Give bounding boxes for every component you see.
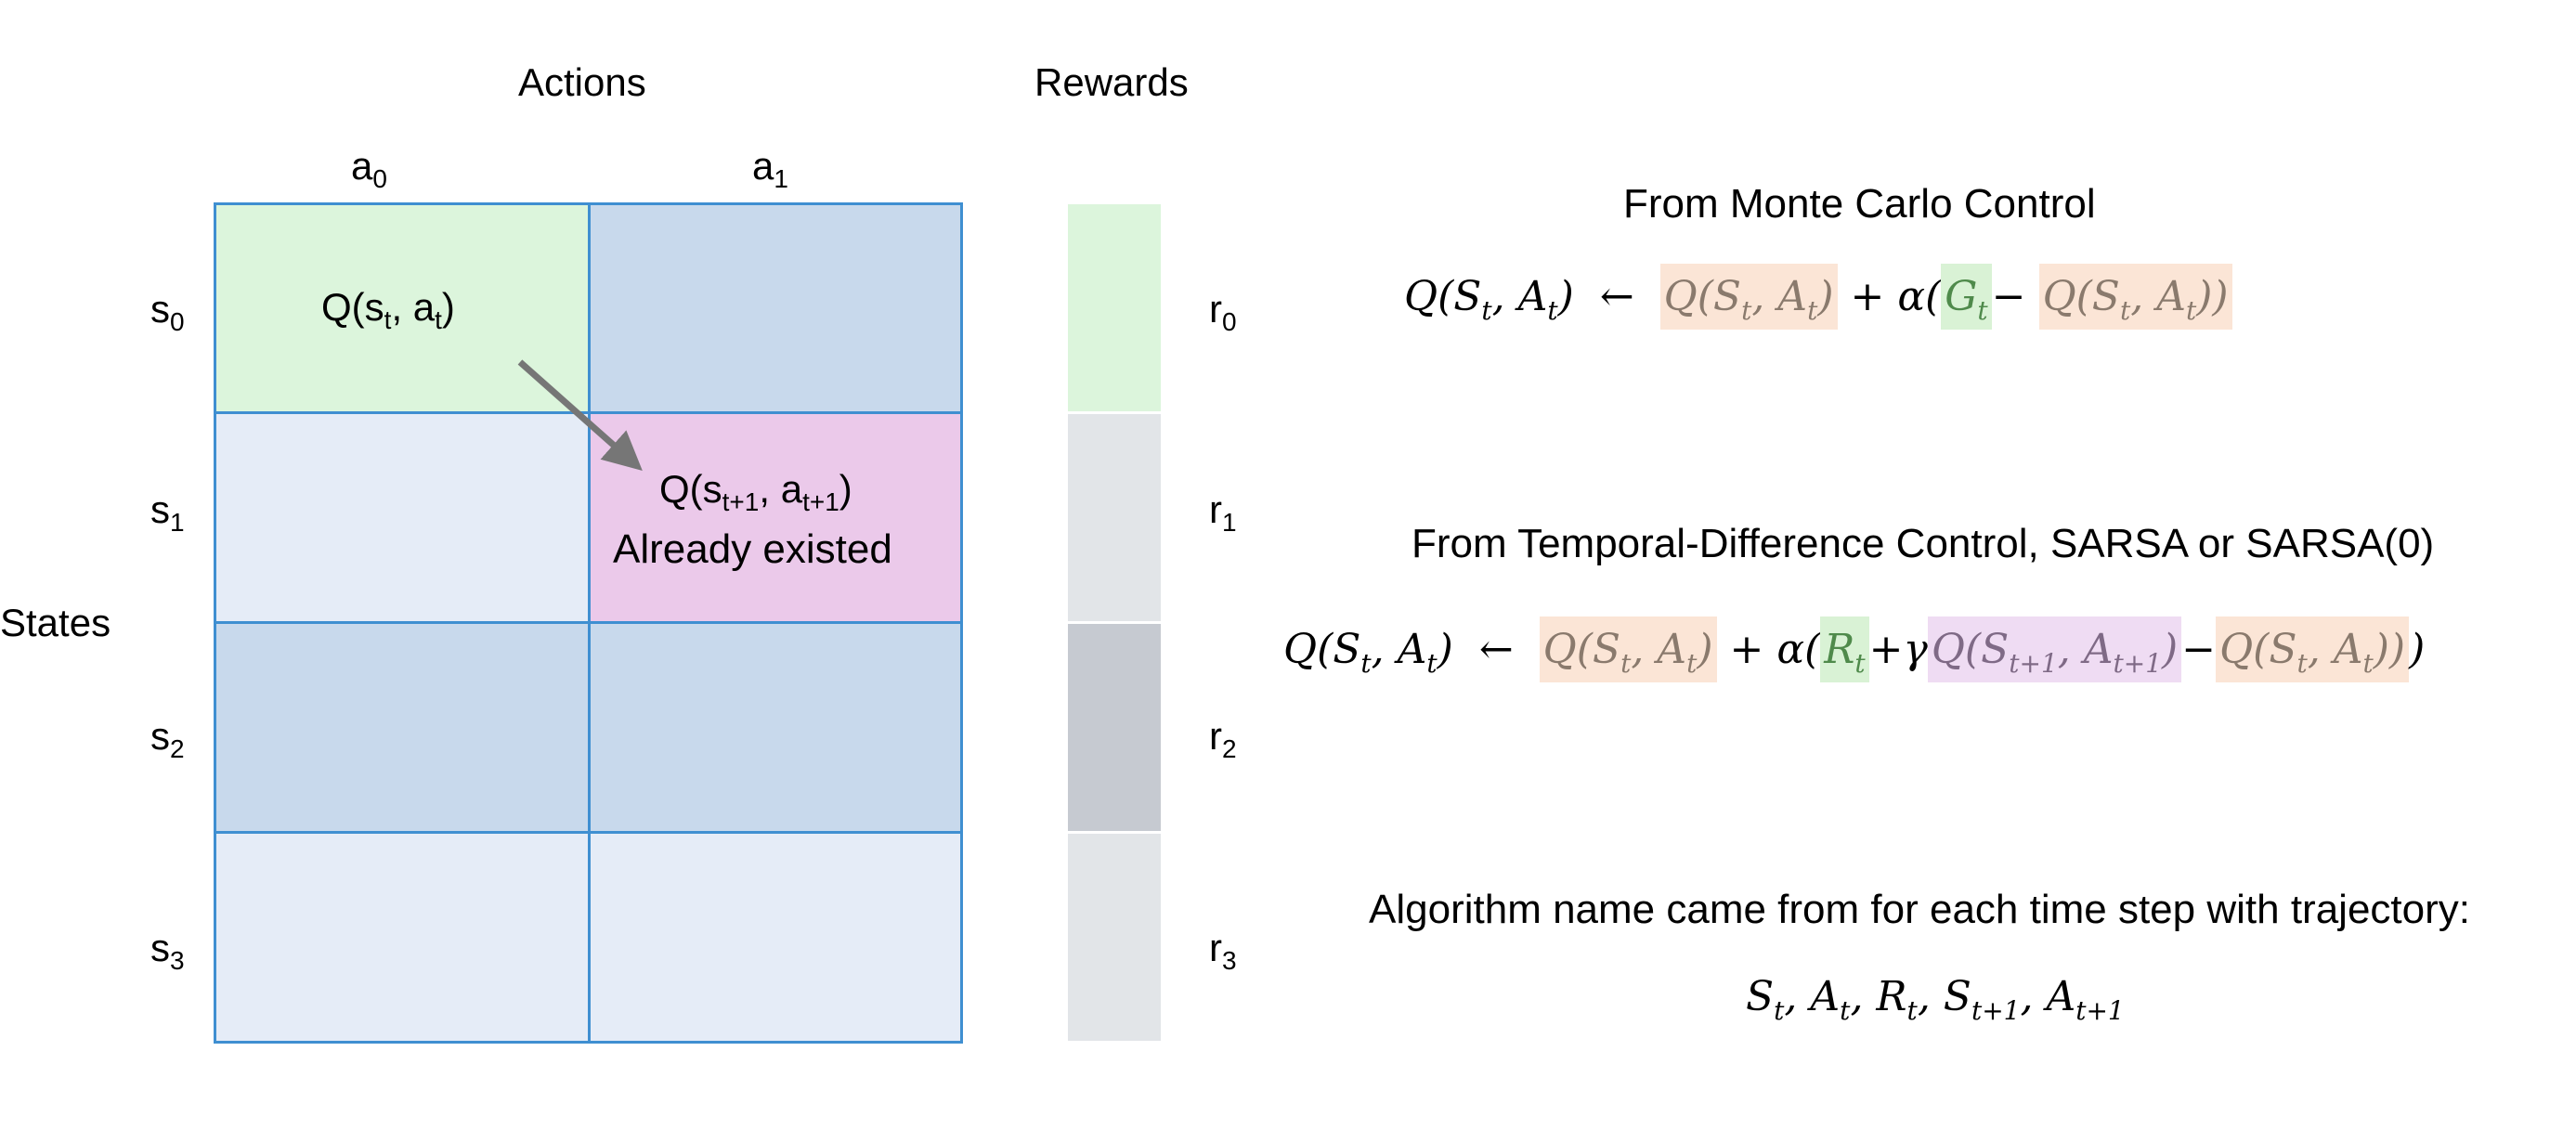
td-equation: Q(St, At) ← Q(St, At) + α(Rt+γQ(St+1, At… <box>1283 616 2425 682</box>
reward-label-r2: r2 <box>1209 714 1237 763</box>
q-cell-s0-a1 <box>588 202 963 414</box>
q-current-label: Q(st, at) <box>321 285 455 334</box>
action-label-a1: a1 <box>752 144 788 193</box>
td-q-current-hl-2: Q(St, At)) <box>2216 616 2410 682</box>
q-next-note: Already existed <box>613 526 892 572</box>
reward-cell-r1 <box>1068 414 1161 621</box>
reward-label-r3: r3 <box>1209 926 1237 975</box>
reward-cell-r2 <box>1068 624 1161 831</box>
actions-header: Actions <box>518 60 646 104</box>
state-label-s2: s2 <box>150 714 185 763</box>
algo-title: Algorithm name came from for each time s… <box>1369 887 2470 932</box>
q-cell-s3-a1 <box>588 831 963 1044</box>
td-q-current-hl: Q(St, At) <box>1539 616 1717 682</box>
state-label-s1: s1 <box>150 487 185 537</box>
state-label-s3: s3 <box>150 926 185 975</box>
mc-q-current-hl-2: Q(St, At)) <box>2038 264 2232 330</box>
mc-q-current-hl: Q(St, At) <box>1659 264 1838 330</box>
q-cell-s2-a1 <box>588 621 963 834</box>
reward-cell-r0 <box>1068 204 1161 411</box>
q-cell-s1-a0 <box>214 411 591 624</box>
state-label-s0: s0 <box>150 287 185 336</box>
mc-title: From Monte Carlo Control <box>1623 181 2096 227</box>
td-title: From Temporal-Difference Control, SARSA … <box>1412 521 2435 566</box>
states-header: States <box>0 601 111 644</box>
q-cell-s0-a0 <box>214 202 591 414</box>
trajectory-equation: St, At, Rt, St+1, At+1 <box>1746 973 2125 1026</box>
reward-label-r0: r0 <box>1209 287 1237 336</box>
mc-g-hl: Gt <box>1941 264 1992 330</box>
td-q-next-hl: Q(St+1, At+1) <box>1927 616 2182 682</box>
mc-equation: Q(St, At) ← Q(St, At) + α(Gt− Q(St, At)) <box>1404 264 2232 330</box>
td-r-hl: Rt <box>1820 616 1869 682</box>
reward-cell-r3 <box>1068 834 1161 1041</box>
rewards-header: Rewards <box>1034 60 1189 104</box>
q-next-label: Q(st+1, at+1) <box>659 467 852 516</box>
q-cell-s3-a0 <box>214 831 591 1044</box>
action-label-a0: a0 <box>351 144 387 193</box>
reward-label-r1: r1 <box>1209 487 1237 537</box>
q-cell-s2-a0 <box>214 621 591 834</box>
